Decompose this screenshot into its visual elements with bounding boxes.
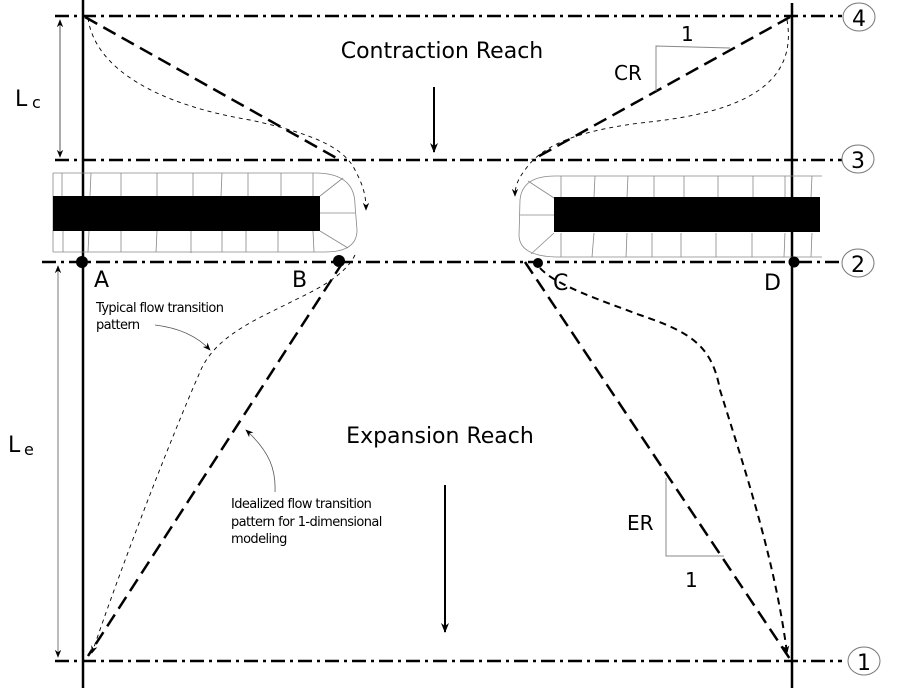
section-label-1: 1	[857, 651, 871, 676]
expansion-reach-title: Expansion Reach	[346, 424, 534, 449]
idealized-flow-note-line-3: modeling	[231, 532, 287, 547]
er-slope-triangle	[665, 478, 724, 557]
typical-flow-curves	[87, 17, 789, 654]
lc-label: L c	[15, 87, 41, 112]
section-label-4: 4	[852, 7, 866, 32]
point-a-marker	[76, 256, 88, 268]
left-abutment	[52, 172, 358, 253]
idealized-contraction-left	[84, 15, 341, 162]
cr-run-label: 1	[681, 22, 694, 46]
point-b-marker	[333, 255, 345, 267]
typical-flow-note-line-1: Typical flow transition	[95, 301, 224, 316]
point-a-label: A	[94, 268, 109, 293]
le-label-main: L	[8, 433, 21, 458]
contraction-reach-title: Contraction Reach	[341, 39, 544, 64]
control-points	[76, 255, 800, 268]
er-label: ER	[627, 511, 654, 535]
le-label: L e	[8, 433, 34, 459]
cross-section-lines	[42, 14, 842, 663]
typical-flow-contraction-left	[87, 17, 370, 211]
point-c-marker	[533, 258, 543, 268]
typical-flow-expansion-right	[539, 267, 790, 654]
section-marker-1: 1	[847, 646, 881, 676]
le-label-sub: e	[24, 440, 34, 459]
typical-flow-note: Typical flow transition pattern	[95, 301, 224, 333]
point-c-label: C	[553, 271, 568, 296]
cr-slope-triangle	[655, 45, 731, 91]
idealized-flow-note: Idealized flow transition pattern for 1-…	[231, 497, 382, 547]
section-marker-2: 2	[841, 248, 875, 278]
lc-label-sub: c	[32, 93, 41, 112]
point-d-label: D	[764, 271, 781, 296]
right-abutment-fill	[554, 197, 820, 232]
idealized-flow-note-line-2: pattern for 1-dimensional	[231, 515, 382, 530]
left-abutment-fill	[53, 196, 320, 231]
point-d-marker	[788, 256, 800, 268]
idealized-contraction-right	[531, 15, 791, 162]
lc-label-main: L	[15, 87, 28, 112]
idealized-flow-note-line-1: Idealized flow transition	[231, 497, 372, 512]
idealized-expansion-lines	[86, 261, 792, 660]
section-label-2: 2	[851, 253, 865, 278]
point-b-label: B	[292, 268, 307, 293]
section-marker-4: 4	[842, 2, 876, 32]
idealized-contraction-lines	[84, 15, 791, 162]
idealized-expansion-left	[86, 261, 345, 657]
idealized-expansion-right	[523, 261, 792, 660]
idealized-flow-leader	[245, 429, 276, 493]
cr-label: CR	[614, 61, 642, 85]
section-label-3: 3	[851, 149, 865, 174]
right-abutment	[518, 175, 822, 258]
typical-flow-contraction-right	[511, 19, 789, 197]
section-marker-3: 3	[841, 144, 875, 174]
section-markers: 4 3 2 1	[841, 2, 881, 676]
er-run-label: 1	[685, 568, 698, 592]
typical-flow-leader	[154, 324, 211, 351]
typical-flow-note-line-2: pattern	[96, 318, 140, 333]
